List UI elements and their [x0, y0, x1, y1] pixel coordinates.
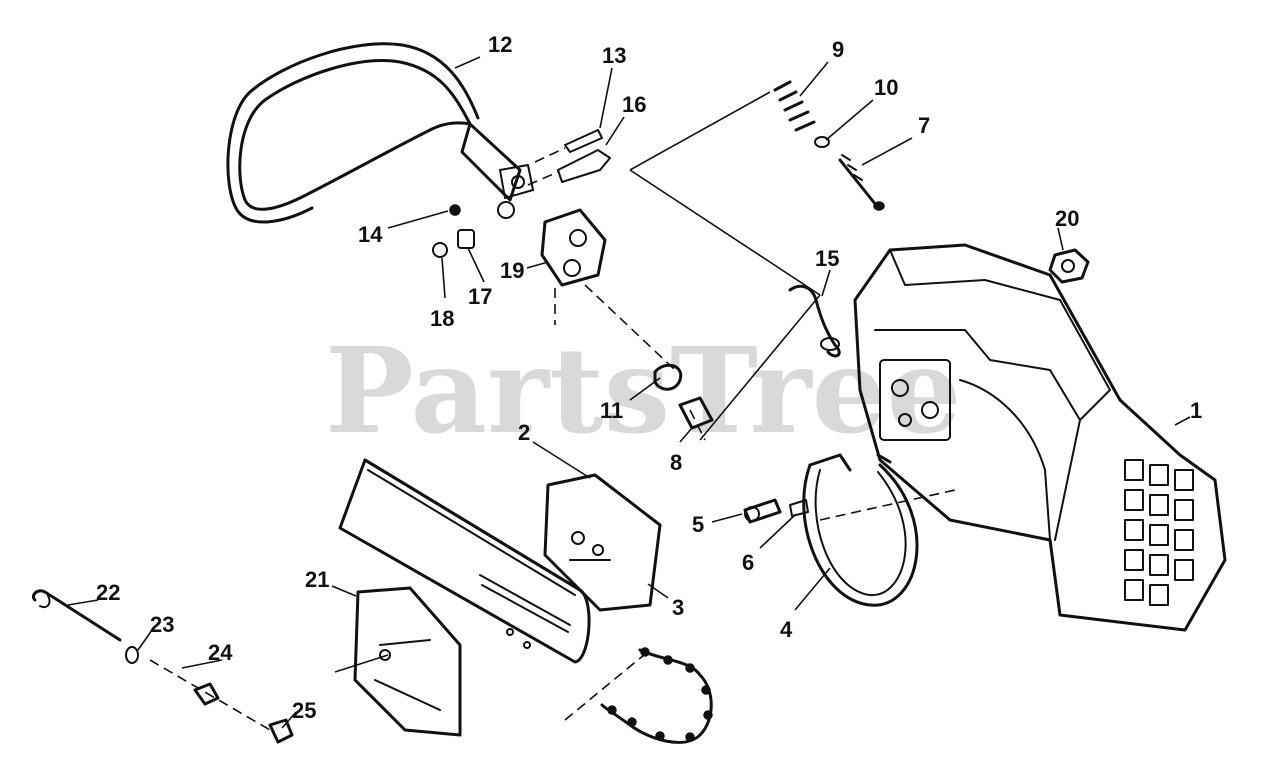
part-label-9: 9: [832, 37, 844, 62]
outer-plate-drawing: [543, 473, 662, 612]
nuts-washers-drawing: [432, 201, 515, 258]
part-label-20: 20: [1055, 206, 1079, 231]
part-label-25: 25: [292, 698, 316, 723]
bar-bolt-drawing: [31, 589, 294, 744]
brake-band-drawing: [743, 453, 919, 607]
part-label-10: 10: [874, 75, 898, 100]
part-label-11: 11: [600, 398, 623, 423]
part-label-6: 6: [742, 550, 754, 575]
part-label-15: 15: [815, 246, 839, 271]
cover-grille-drawing: [1124, 459, 1194, 606]
part-label-16: 16: [622, 92, 646, 117]
part-label-4: 4: [780, 617, 793, 642]
inner-plate-drawing: [353, 586, 462, 737]
sprocket-cover-drawing: [853, 243, 1227, 632]
part-label-12: 12: [488, 32, 512, 57]
part-label-23: 23: [150, 612, 174, 637]
part-label-7: 7: [918, 113, 930, 138]
part-label-22: 22: [96, 580, 120, 605]
part-label-24: 24: [208, 640, 233, 665]
bracket-drawing: [540, 208, 607, 325]
part-label-1: 1: [1190, 398, 1202, 423]
part-label-5: 5: [692, 512, 704, 537]
leader-lines: [67, 56, 1191, 729]
part-label-21: 21: [305, 567, 329, 592]
part-label-13: 13: [602, 43, 626, 68]
part-label-3: 3: [672, 595, 684, 620]
spring-clip-drawing: [788, 284, 841, 358]
part-label-2: 2: [518, 420, 530, 445]
saw-chain-drawing: [600, 647, 713, 744]
knob-sleeve-drawing: [653, 363, 714, 430]
spring-adjuster-drawing: [773, 80, 885, 211]
nut-drawing: [1048, 248, 1090, 284]
front-handle-drawing: [226, 42, 534, 224]
assembly-guide-lines: [149, 91, 956, 731]
part-label-8: 8: [670, 450, 682, 475]
bolt-and-pin-drawing: [527, 129, 611, 186]
part-label-18: 18: [430, 306, 454, 331]
part-label-19: 19: [500, 258, 524, 283]
part-label-17: 17: [468, 284, 492, 309]
part-labels: 1 2 3 4 5 6 7 8 9 10 11 12 13 14 15 16 1…: [96, 32, 1202, 723]
part-label-14: 14: [358, 222, 383, 247]
